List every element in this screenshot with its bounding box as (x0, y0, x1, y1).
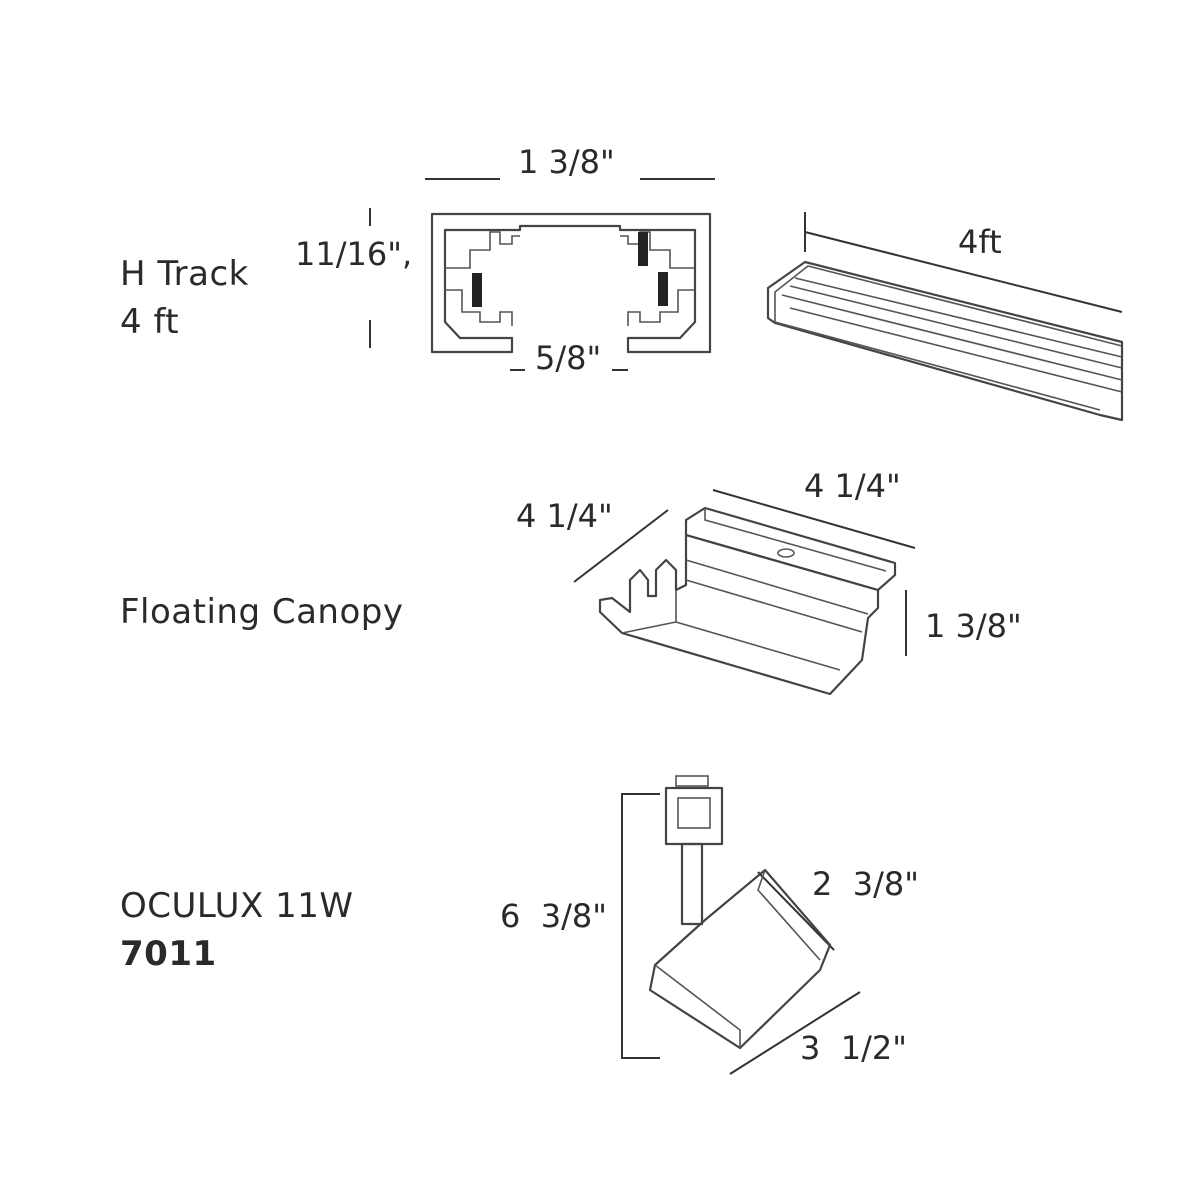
oculux-head-width-dimension-line (757, 871, 835, 951)
canopy-width-dimension-line (712, 489, 916, 549)
h-track-outer-profile (430, 212, 712, 354)
oculux-head-length-dimension-line (729, 991, 861, 1075)
h-track-conductor-right-top (638, 232, 648, 266)
h-track-bottom-edge (774, 321, 1101, 411)
canopy-step-line-2 (685, 579, 863, 633)
h-track-right-channel-top (620, 231, 695, 269)
h-track-cross-section (369, 178, 715, 371)
h-track-length-dimension: 4ft (958, 223, 1002, 261)
canopy-top-lip (704, 508, 887, 572)
oculux-adapter-cap (675, 775, 709, 787)
h-track-right-channel-bottom (627, 289, 695, 326)
canopy-body (598, 533, 880, 696)
canopy-depth-dimension-line (573, 509, 669, 583)
canopy-title: Floating Canopy (120, 592, 404, 632)
canopy-depth-dimension: 4 1/4" (516, 497, 613, 535)
canopy-step-line-1 (685, 559, 869, 615)
oculux-adapter-body (664, 786, 724, 846)
h-track-groove-3 (794, 277, 1123, 358)
oculux-head-back-face (757, 869, 821, 961)
h-track-body-outline (766, 260, 1124, 422)
oculux-head-width-dimension: 2 3/8" (812, 865, 919, 903)
h-track-conductor-left (472, 273, 482, 307)
h-track-groove-1 (781, 294, 1123, 381)
oculux-head-front-face (654, 964, 741, 1048)
h-track-title: H Track (120, 254, 249, 294)
canopy-width-dimension: 4 1/4" (804, 467, 901, 505)
oculux-head (648, 868, 832, 1050)
oculux-adapter-inner (677, 797, 711, 829)
h-track-length-view (766, 212, 1124, 422)
h-track-left-channel-top (445, 231, 520, 269)
oculux-height-dimension: 6 3/8" (500, 897, 607, 935)
canopy-mount-hole (777, 548, 795, 558)
oculux-model-number: 7011 (120, 934, 217, 974)
h-track-groove-4 (789, 307, 1123, 393)
h-track-left-channel-bottom (445, 289, 513, 326)
canopy-height-dimension: 1 3/8" (925, 607, 1022, 645)
h-track-conductor-right-bottom (658, 272, 668, 306)
h-track-groove-2 (789, 285, 1123, 369)
h-track-length-label: 4 ft (120, 302, 180, 342)
oculux-height-dimension-bracket (621, 793, 660, 1059)
h-track-top-edge (774, 265, 1123, 347)
h-track-height-dimension: 11/16", (295, 235, 413, 273)
oculux-drawing (621, 775, 861, 1075)
canopy-drawing (573, 489, 916, 696)
h-track-width-dimension: 1 3/8" (518, 143, 615, 181)
canopy-bottom-edge (621, 621, 677, 634)
oculux-head-length-dimension: 3 1/2" (800, 1029, 907, 1067)
oculux-title: OCULUX 11W (120, 886, 354, 926)
h-track-slot-dimension: 5/8" (535, 339, 602, 377)
h-track-length-dimension-line (804, 231, 1123, 313)
oculux-stem (680, 842, 704, 926)
